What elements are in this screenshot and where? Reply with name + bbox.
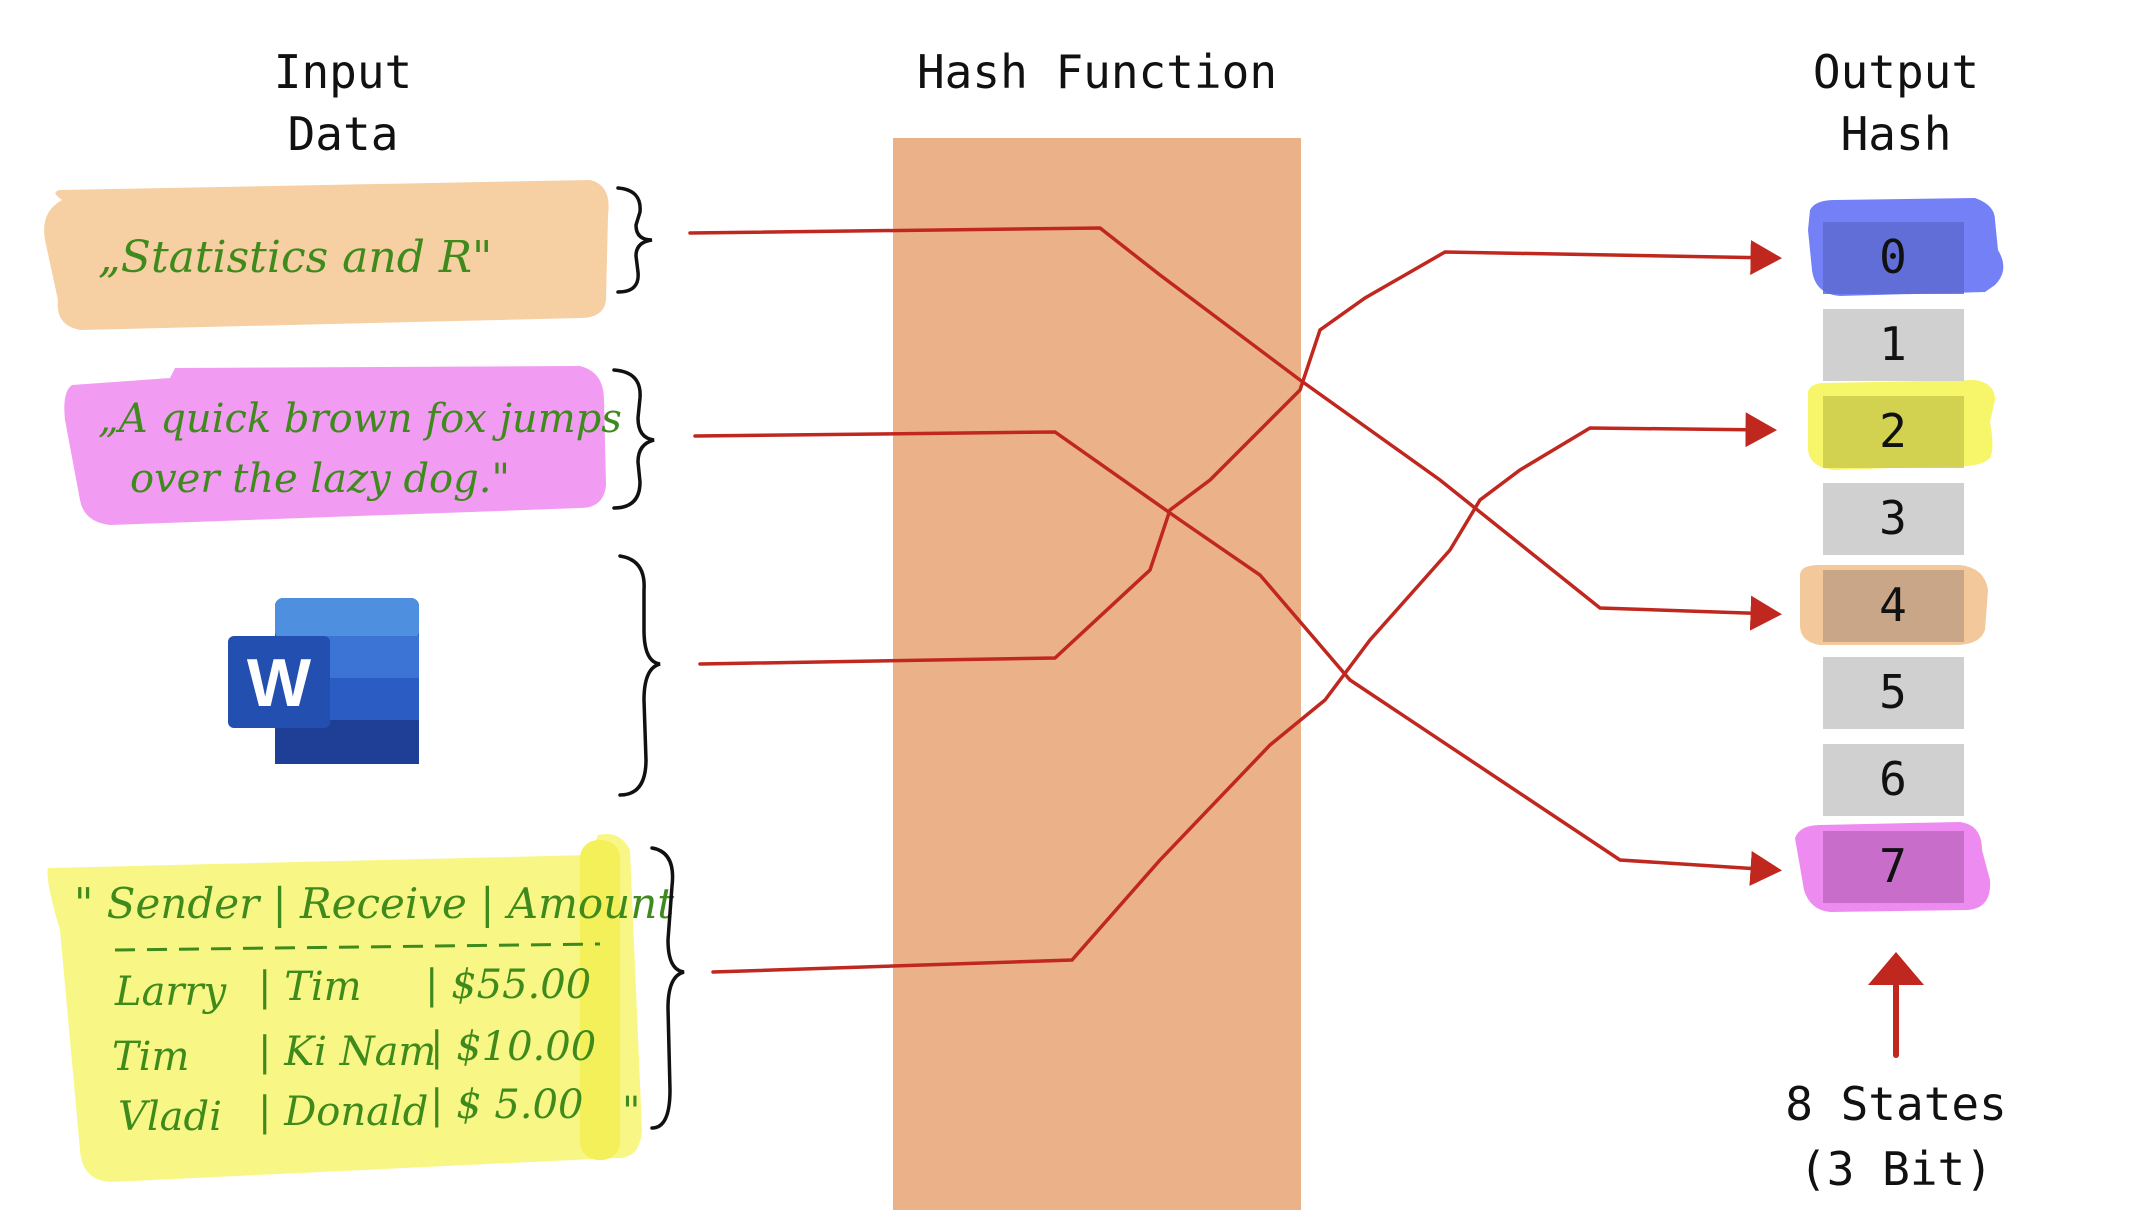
- table-row-2-amount: | $10.00: [430, 1024, 596, 1070]
- slot-box-2: [1823, 396, 1964, 468]
- states-pointer-arrow: [1868, 952, 1924, 1058]
- slot-box-6: [1823, 744, 1964, 816]
- slot-label-4: 4: [1879, 578, 1907, 632]
- output-hash-slots: 0 1 2 3 4 5 6 7: [1795, 198, 2004, 912]
- table-row-3-sender: Vladi: [118, 1094, 222, 1140]
- input-braces: [612, 186, 685, 1130]
- slot-box-3: [1823, 483, 1964, 555]
- table-row-1-receiver: | Tim: [258, 964, 362, 1010]
- word-icon-letter: W: [247, 645, 312, 721]
- output-header-line1: Output: [1813, 45, 1979, 99]
- slot-box-1: [1823, 309, 1964, 381]
- slot-label-2: 2: [1879, 404, 1907, 458]
- slot-box-0: [1823, 222, 1964, 294]
- arrow-table-to-slot2: [711, 412, 1777, 974]
- brace-4: [650, 846, 685, 1130]
- input-text-statistics: „Statistics and R": [44, 180, 609, 330]
- slot-label-1: 1: [1879, 317, 1907, 371]
- table-highlight: [47, 834, 642, 1182]
- slot-box-5: [1823, 657, 1964, 729]
- brace-2: [612, 368, 655, 510]
- arrow-text1-to-slot4: [688, 226, 1782, 631]
- table-close-quote: ": [622, 1089, 640, 1135]
- slot-label-0: 0: [1879, 230, 1907, 284]
- table-right-marker: [580, 840, 620, 1160]
- word-document-icon: W: [228, 598, 419, 764]
- brace-3: [618, 554, 661, 797]
- arrow-word-to-slot0: [698, 240, 1782, 666]
- slot-box-7: [1823, 831, 1964, 903]
- text2-label-line2: over the lazy dog.": [130, 456, 510, 502]
- text1-label: „Statistics and R": [98, 232, 492, 283]
- arrow-text2-to-slot7: [693, 430, 1782, 886]
- hash-function-header: Hash Function: [917, 45, 1277, 99]
- mapping-arrows: [688, 226, 1782, 974]
- table-row-2-receiver: | Ki Nam: [258, 1029, 436, 1075]
- input-header-line2: Data: [288, 107, 399, 161]
- slot-label-6: 6: [1879, 752, 1907, 806]
- slot-label-5: 5: [1879, 665, 1907, 719]
- table-row-2-sender: Tim: [112, 1034, 189, 1080]
- table-row-3-amount: | $ 5.00: [430, 1082, 583, 1128]
- text1-highlight: [44, 180, 609, 330]
- input-header-line1: Input: [274, 45, 412, 99]
- text2-label-line1: „A quick brown fox jumps: [98, 396, 622, 442]
- slot-label-3: 3: [1879, 491, 1907, 545]
- input-text-quick-brown-fox: „A quick brown fox jumps over the lazy d…: [64, 366, 622, 525]
- output-header-line2: Hash: [1841, 107, 1952, 161]
- brace-1: [616, 186, 653, 294]
- table-header: " Sender | Receive | Amount: [74, 879, 674, 928]
- table-row-1-sender: Larry: [114, 969, 228, 1015]
- hash-function-box: [893, 138, 1301, 1210]
- slot-label-7: 7: [1879, 839, 1907, 893]
- table-row-1-amount: | $55.00: [425, 962, 591, 1008]
- table-divider: [114, 942, 601, 952]
- states-count-label: 8 States: [1785, 1077, 2007, 1131]
- input-transaction-table: " Sender | Receive | Amount Larry | Tim …: [47, 834, 674, 1182]
- text2-highlight: [64, 366, 607, 525]
- table-row-3-receiver: | Donald: [258, 1089, 428, 1135]
- bits-label: (3 Bit): [1799, 1142, 1993, 1196]
- slot-box-4: [1823, 570, 1964, 642]
